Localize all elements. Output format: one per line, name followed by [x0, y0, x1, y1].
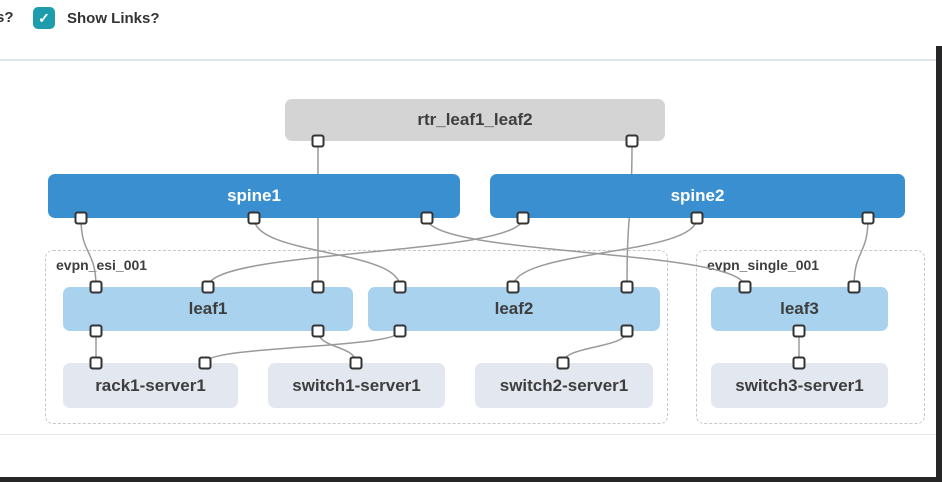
- group-evpn_single_001: evpn_single_001: [696, 250, 925, 424]
- node-leaf2[interactable]: leaf2: [368, 287, 660, 331]
- node-leaf1[interactable]: leaf1: [63, 287, 353, 331]
- node-label: switch2-server1: [499, 375, 629, 395]
- node-rtr_leaf1_leaf2[interactable]: rtr_leaf1_leaf2: [285, 99, 665, 141]
- node-label: switch3-server1: [735, 375, 864, 395]
- group-label: evpn_single_001: [707, 257, 820, 273]
- node-label: spine2: [670, 186, 725, 205]
- link-spine1-b2-leaf2-t1: [253, 217, 401, 288]
- node-label: leaf2: [494, 299, 534, 318]
- nodes-layer: rtr_leaf1_leaf2 spine1 spine2 leaf1 leaf2 lea…: [0, 61, 942, 434]
- node-switch3-server1[interactable]: switch3-server1: [711, 363, 888, 408]
- topology-canvas[interactable]: evpn_esi_001 evpn_single_001 rtr_leaf1_le…: [0, 61, 942, 434]
- node-label: rack1-server1: [95, 375, 206, 395]
- panel-bottom-divider: [0, 434, 942, 435]
- node-spine1[interactable]: spine1: [48, 174, 460, 218]
- link-spine2-b1-leaf1-t2: [207, 217, 524, 288]
- node-label: spine1: [227, 186, 281, 205]
- truncated-checkbox-label: s?: [0, 9, 14, 26]
- node-switch1-server1[interactable]: switch1-server1: [268, 363, 445, 408]
- link-spine2-b2-leaf2-t2: [512, 217, 698, 288]
- node-label: leaf1: [188, 299, 228, 318]
- panel-top-divider: [0, 59, 942, 61]
- link-spine2-b3-leaf3-t2: [853, 217, 869, 288]
- window-edge-bottom: [0, 477, 942, 482]
- show-links-label: Show Links?: [67, 10, 160, 27]
- window-edge-right: [936, 46, 942, 482]
- groups-layer: evpn_esi_001 evpn_single_001: [0, 61, 942, 434]
- node-leaf3[interactable]: leaf3: [711, 287, 888, 331]
- node-label: rtr_leaf1_leaf2: [417, 110, 533, 129]
- checkmark-icon: ✓: [38, 10, 50, 26]
- node-switch2-server1[interactable]: switch2-server1: [475, 363, 653, 408]
- link-spine1-b3-leaf3-t1: [426, 217, 746, 288]
- node-rack1-server1[interactable]: rack1-server1: [63, 363, 238, 408]
- toolbar: s? ✓ Show Links?: [0, 0, 942, 59]
- show-links-checkbox[interactable]: ✓: [33, 7, 55, 29]
- node-label: leaf3: [780, 299, 819, 318]
- node-spine2[interactable]: spine2: [490, 174, 905, 218]
- link-spine1-b1-leaf1-t1: [80, 217, 97, 288]
- node-label: switch1-server1: [292, 375, 421, 395]
- group-label: evpn_esi_001: [56, 257, 148, 273]
- group-evpn_esi_001: evpn_esi_001: [45, 250, 668, 424]
- link-leaf2-b1-rack1-server1-t2: [204, 330, 401, 364]
